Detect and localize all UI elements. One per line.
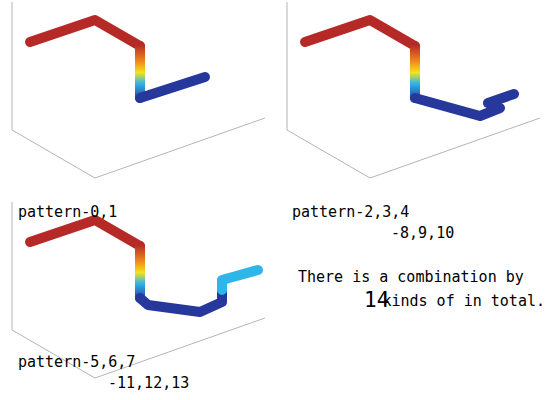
tube-gradient xyxy=(135,246,145,298)
axis-lines xyxy=(287,2,540,178)
tube-red xyxy=(30,220,140,246)
pattern-label: -11,12,13 xyxy=(108,374,189,392)
tube-blue xyxy=(415,94,514,116)
tube-blue xyxy=(140,292,222,312)
axis-box xyxy=(12,2,540,378)
pattern-label: pattern-5,6,7 xyxy=(18,353,135,371)
tube-blue xyxy=(140,77,205,98)
note-text: There is a combination by xyxy=(298,268,524,286)
note-text: kinds of in total. xyxy=(382,292,545,310)
tube-red xyxy=(30,20,140,46)
tube-cyan xyxy=(222,270,258,290)
pattern-label: pattern-2,3,4 xyxy=(292,203,409,221)
axis-lines xyxy=(12,2,265,178)
pattern-label: pattern-0,1 xyxy=(18,203,117,221)
tube-gradient xyxy=(135,46,145,98)
tube-gradient xyxy=(410,46,420,98)
tube-red xyxy=(305,20,415,46)
pattern-label: -8,9,10 xyxy=(391,224,454,242)
axis-lines xyxy=(12,202,265,378)
